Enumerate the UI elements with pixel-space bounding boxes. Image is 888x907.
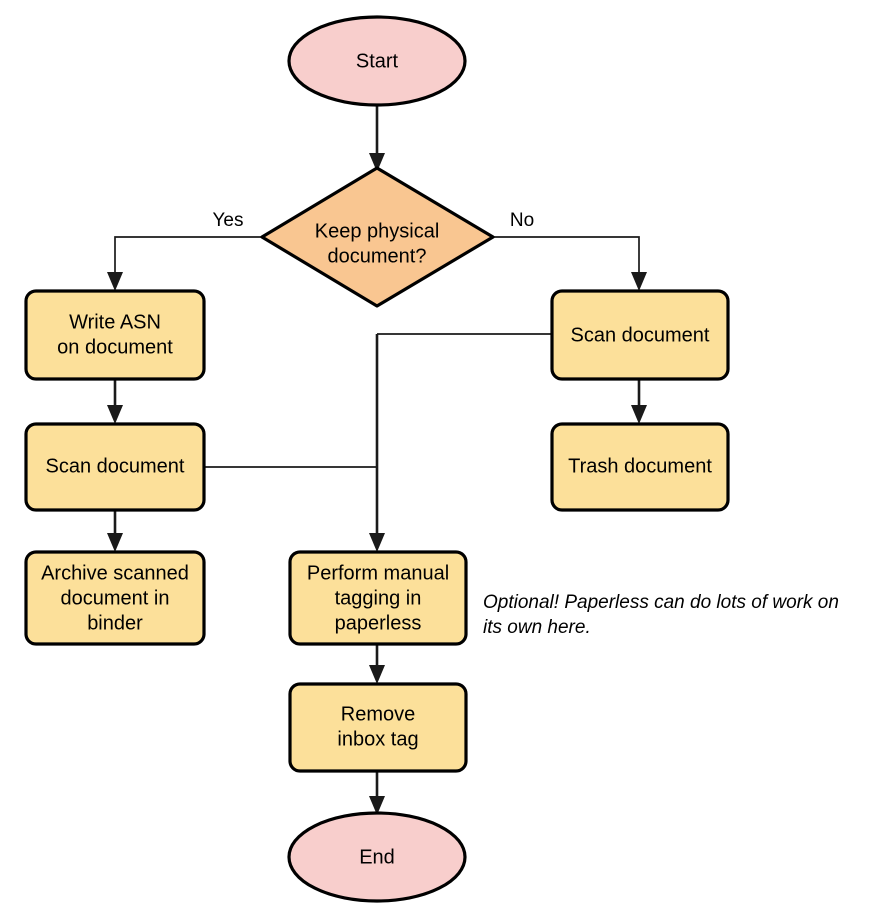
node-archive-label-line2: document in xyxy=(61,587,170,609)
edge-removetag-to-end xyxy=(369,771,385,815)
trash-document-box[interactable] xyxy=(550,422,730,512)
node-tagging-label-line1: Perform manual xyxy=(307,562,449,584)
node-remove-inbox-tag[interactable]: Remove inbox tag xyxy=(288,682,468,773)
edge-label-yes: Yes xyxy=(213,210,244,231)
node-perform-manual-tagging[interactable]: Perform manual tagging in paperless xyxy=(288,550,468,646)
note-line2: its own here. xyxy=(483,617,591,638)
node-scan-document-right[interactable]: Scan document xyxy=(550,289,730,381)
edges-layer: Yes No xyxy=(107,105,647,815)
scan-document-left-box[interactable] xyxy=(24,422,206,512)
node-end-label: End xyxy=(359,846,395,868)
end-ellipse[interactable] xyxy=(287,811,467,903)
arrowhead-icon xyxy=(631,405,647,424)
node-archive-label-line3: binder xyxy=(87,612,143,634)
annotation-note: Optional! Paperless can do lots of work … xyxy=(483,592,839,638)
edge-writeasn-to-scanleft xyxy=(107,379,123,424)
edge-line xyxy=(493,236,640,278)
node-scan-document-right-label: Scan document xyxy=(571,324,710,346)
node-archive-scanned-document[interactable]: Archive scanned document in binder xyxy=(24,550,206,646)
node-write-asn-label-line1: Write ASN xyxy=(69,311,161,333)
edge-scanleft-to-archive xyxy=(107,510,123,552)
edge-tagging-to-removetag xyxy=(369,645,385,684)
arrowhead-icon xyxy=(369,533,385,552)
node-tagging-label-line3: paperless xyxy=(335,612,422,634)
node-remove-tag-label-line1: Remove xyxy=(341,703,415,725)
edge-decision-no: No xyxy=(493,210,647,291)
write-asn-box[interactable] xyxy=(24,289,206,381)
node-end[interactable]: End xyxy=(287,811,467,903)
node-decision-label-line1: Keep physical xyxy=(315,220,440,242)
node-trash-document-label: Trash document xyxy=(568,455,712,477)
node-tagging-label-line2: tagging in xyxy=(335,587,422,609)
decision-diamond[interactable] xyxy=(260,166,495,308)
node-start[interactable]: Start xyxy=(287,15,467,107)
remove-inbox-tag-box[interactable] xyxy=(288,682,468,773)
edge-merge-trunk xyxy=(369,334,385,552)
arrowhead-icon xyxy=(631,272,647,291)
node-decision-keep-physical-document[interactable]: Keep physical document? xyxy=(260,166,495,308)
perform-manual-tagging-box[interactable] xyxy=(288,550,468,646)
node-start-label: Start xyxy=(356,50,399,72)
arrowhead-icon xyxy=(107,272,123,291)
scan-document-right-box[interactable] xyxy=(550,289,730,381)
edge-start-to-decision xyxy=(369,105,385,172)
arrowhead-icon xyxy=(107,405,123,424)
edge-decision-yes: Yes xyxy=(107,210,262,291)
node-remove-tag-label-line2: inbox tag xyxy=(337,728,418,750)
archive-box[interactable] xyxy=(24,550,206,646)
edge-line xyxy=(114,236,262,278)
node-trash-document[interactable]: Trash document xyxy=(550,422,730,512)
node-archive-label-line1: Archive scanned xyxy=(41,562,189,584)
edge-label-no: No xyxy=(510,210,534,231)
node-scan-document-left-label: Scan document xyxy=(46,455,185,477)
start-ellipse[interactable] xyxy=(287,15,467,107)
arrowhead-icon xyxy=(369,665,385,684)
node-write-asn-label-line2: on document xyxy=(57,336,173,358)
node-decision-label-line2: document? xyxy=(328,245,427,267)
arrowhead-icon xyxy=(369,153,385,172)
node-write-asn[interactable]: Write ASN on document xyxy=(24,289,206,381)
edge-scanright-to-trash xyxy=(631,379,647,424)
note-line1: Optional! Paperless can do lots of work … xyxy=(483,592,839,613)
node-scan-document-left[interactable]: Scan document xyxy=(24,422,206,512)
arrowhead-icon xyxy=(369,796,385,815)
arrowhead-icon xyxy=(107,533,123,552)
